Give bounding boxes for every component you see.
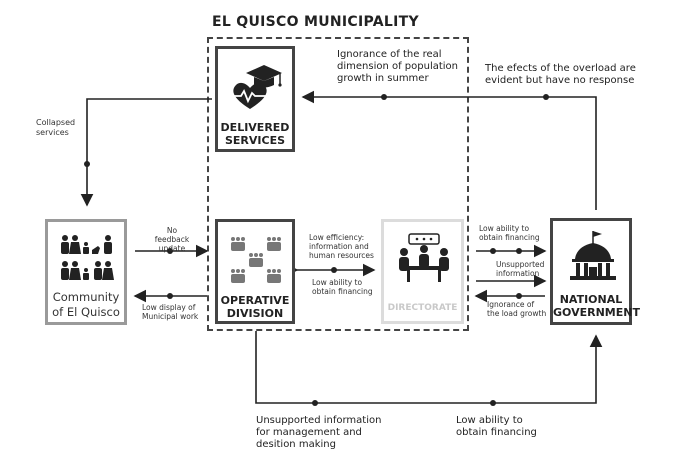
dot-top-right <box>543 94 549 100</box>
label-line: obtain financing <box>456 427 537 438</box>
label-line: Low efficiency: <box>309 233 365 242</box>
label-line: update <box>158 244 186 253</box>
dot-low-ability-1 <box>490 248 496 254</box>
label-line: obtain financing <box>479 233 540 242</box>
dot-collapsed <box>84 161 90 167</box>
label-ignorance-load: Ignorance of the load growth <box>487 300 546 318</box>
families-icon <box>61 235 114 280</box>
diagram-title: EL QUISCO MUNICIPALITY <box>212 14 419 30</box>
label-low-efficiency: Low efficiency: information and human re… <box>309 233 374 260</box>
dot-top-center <box>381 94 387 100</box>
label-line: obtain financing <box>312 287 373 296</box>
label-line: desition making <box>256 439 336 450</box>
label-line: information <box>496 269 540 278</box>
people-groups-icon <box>231 237 281 283</box>
label-line: services <box>36 128 69 137</box>
directorate-label: DIRECTORATE <box>387 303 458 313</box>
operative-label-1: OPERATIVE <box>220 294 290 307</box>
edge-collapsed-services <box>80 98 212 207</box>
label-line: evident but have no response <box>485 75 635 86</box>
municipality-boundary <box>207 37 469 331</box>
label-line: Unsupported information <box>256 415 382 426</box>
label-line: Municipal work <box>142 312 199 321</box>
community-node: Community of El Quisco <box>45 219 127 325</box>
label-collapsed-services: Collapsed services <box>36 118 75 138</box>
delivered-label-1: DELIVERED <box>220 121 290 134</box>
edge-bottom-loop <box>255 331 603 404</box>
label-line: The efects of the overload are <box>485 63 636 74</box>
label-line: growth in summer <box>337 73 429 84</box>
label-line: Collapsed <box>36 118 76 127</box>
label-line: Unsupported <box>496 260 545 269</box>
label-line: Ignorance of the real <box>337 49 442 60</box>
directorate-node: DIRECTORATE <box>381 219 464 324</box>
label-low-ability-inner: Low ability to obtain financing <box>312 278 373 296</box>
label-line: Ignorance of <box>487 300 535 309</box>
label-line: the load growth <box>487 309 547 318</box>
label-overload-effects: The efects of the overload are evident b… <box>485 63 636 87</box>
national-government-node: NATIONAL GOVERNMENT <box>550 218 640 325</box>
graduation-heart-icon <box>233 65 282 109</box>
label-line: Low display of <box>142 303 196 312</box>
dot-low-efficiency <box>331 267 337 273</box>
label-line: No feedback <box>154 226 190 244</box>
label-unsupported-info: Unsupported information <box>496 260 544 278</box>
label-low-ability-bottom: Low ability to obtain financing <box>456 415 537 439</box>
edge-top-feedback <box>301 90 597 210</box>
delivered-services-node: DELIVERED SERVICES <box>215 46 295 152</box>
label-unsupported-management: Unsupported information for management a… <box>256 415 381 451</box>
operative-label-2: DIVISION <box>226 307 284 320</box>
dot-bottom-left <box>312 400 318 406</box>
label-no-feedback: No feedback update <box>150 226 194 253</box>
dot-low-ability-2 <box>516 248 522 254</box>
dot-bottom-right <box>490 400 496 406</box>
national-label-2: GOVERNMENT <box>553 306 640 319</box>
label-line: Low ability to <box>312 278 363 287</box>
government-building-icon <box>570 231 616 280</box>
label-line: information and <box>309 242 369 251</box>
dot-low-display <box>167 293 173 299</box>
meeting-table-icon <box>399 233 449 282</box>
label-line: Low ability to <box>456 415 523 426</box>
operative-division-node: OPERATIVE DIVISION <box>215 219 295 324</box>
label-ignorance-real: Ignorance of the real dimension of popul… <box>337 49 458 85</box>
label-low-display: Low display of Municipal work <box>142 303 198 321</box>
label-line: human resources <box>309 251 374 260</box>
community-label-2: of El Quisco <box>52 305 120 319</box>
delivered-label-2: SERVICES <box>224 134 286 147</box>
national-label-1: NATIONAL <box>559 293 623 306</box>
dot-no-feedback <box>167 248 173 254</box>
label-line: Low ability to <box>479 224 530 233</box>
label-line: for management and <box>256 427 362 438</box>
label-low-ability-right: Low ability to obtain financing <box>479 224 540 242</box>
dot-ignorance-load <box>516 293 522 299</box>
community-label-1: Community <box>52 290 120 304</box>
label-line: dimension of population <box>337 61 459 72</box>
